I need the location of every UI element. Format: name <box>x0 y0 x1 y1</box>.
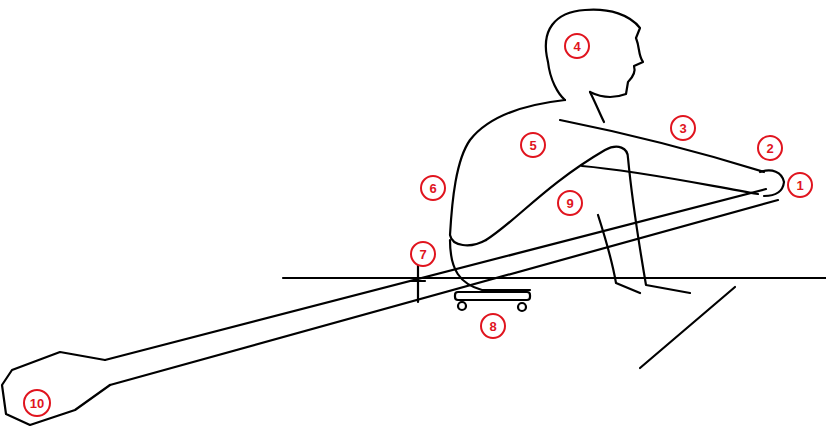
seat <box>455 292 530 300</box>
callout-number: 4 <box>564 33 590 59</box>
seat-wheel <box>518 303 526 311</box>
oar-blade <box>2 352 110 425</box>
foot-stretcher <box>640 287 735 368</box>
seat-wheel <box>458 302 466 310</box>
oar-shaft <box>110 200 778 385</box>
rower-hands <box>760 170 784 196</box>
callout-number: 1 <box>787 172 813 198</box>
rower-arm <box>560 120 764 172</box>
callout-number: 6 <box>420 175 446 201</box>
rower-neck <box>548 62 565 100</box>
water-line <box>283 277 826 279</box>
rower-arm <box>582 166 758 194</box>
rower-back <box>450 100 565 235</box>
oar-shaft <box>105 189 766 360</box>
rower-shin <box>628 158 690 293</box>
oarlock <box>411 262 425 302</box>
rower-thigh <box>486 147 628 240</box>
callout-number: 8 <box>480 313 506 339</box>
callout-number: 9 <box>557 190 583 216</box>
rower-leg <box>450 240 530 290</box>
rower-chest <box>590 92 604 122</box>
rower-hip <box>450 235 486 245</box>
rower-shin <box>598 215 640 293</box>
callout-number: 10 <box>23 389 51 417</box>
rower-head <box>546 10 643 97</box>
callout-number: 7 <box>410 241 436 267</box>
callout-number: 2 <box>757 135 783 161</box>
callout-number: 5 <box>520 132 546 158</box>
callout-number: 3 <box>670 115 696 141</box>
